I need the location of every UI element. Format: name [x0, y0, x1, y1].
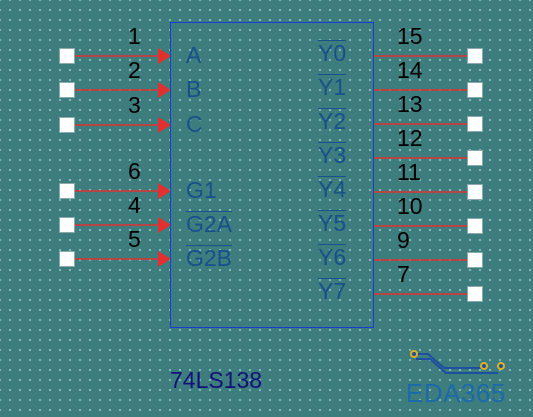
input-arrow-a [158, 48, 171, 64]
pin-label-y5: Y5 [318, 210, 347, 236]
input-port[interactable] [59, 48, 75, 64]
pin-label-y1: Y1 [318, 74, 347, 100]
output-port[interactable] [467, 286, 483, 302]
output-port[interactable] [467, 184, 483, 200]
output-port[interactable] [467, 218, 483, 234]
pin-label-a: A [186, 42, 202, 68]
pin-label-y3: Y3 [318, 142, 347, 168]
pin-label-y7: Y7 [318, 278, 347, 304]
pin-label-c: C [186, 111, 203, 137]
pin-number: 10 [397, 193, 423, 219]
output-port[interactable] [467, 150, 483, 166]
pcb-trace-icon [410, 350, 505, 374]
pin-number: 9 [397, 227, 410, 253]
input-port[interactable] [59, 183, 75, 199]
input-arrow-g2b [158, 251, 171, 267]
pin-label-y6: Y6 [318, 244, 347, 270]
pin-number: 6 [128, 158, 141, 184]
pin-number: 14 [397, 57, 423, 83]
pin-label-g2a: G2A [186, 211, 233, 237]
output-port[interactable] [467, 82, 483, 98]
pin-label-g2b: G2B [186, 245, 233, 271]
input-arrow-b [158, 82, 171, 98]
pin-number: 3 [128, 92, 141, 118]
input-arrow-g1 [158, 183, 171, 199]
pin-number: 1 [128, 23, 141, 49]
input-port[interactable] [59, 82, 75, 98]
input-port[interactable] [59, 217, 75, 233]
input-port[interactable] [59, 117, 75, 133]
output-port[interactable] [467, 252, 483, 268]
eda365-logo: EDA365 [406, 346, 522, 410]
pin-number: 2 [128, 57, 141, 83]
pin-label-b: B [186, 76, 202, 102]
input-arrow-g2a [158, 217, 171, 233]
pin-number: 15 [397, 23, 423, 49]
pin-number: 11 [397, 159, 421, 185]
pin-number: 4 [128, 192, 141, 218]
output-port[interactable] [467, 116, 483, 132]
pin-number: 13 [397, 91, 423, 117]
logo-text: EDA365 [406, 378, 506, 408]
chip-body[interactable] [170, 22, 374, 328]
pin-label-y0: Y0 [318, 40, 347, 66]
pin-number: 7 [397, 261, 410, 287]
pin-label-g1: G1 [186, 177, 217, 203]
pin-label-y2: Y2 [318, 108, 347, 134]
output-port[interactable] [467, 48, 483, 64]
input-port[interactable] [59, 251, 75, 267]
pin-label-y4: Y4 [318, 176, 347, 202]
pin-number: 12 [397, 125, 423, 151]
input-arrow-c [158, 117, 171, 133]
part-name: 74LS138 [170, 367, 263, 393]
pin-number: 5 [128, 226, 141, 252]
